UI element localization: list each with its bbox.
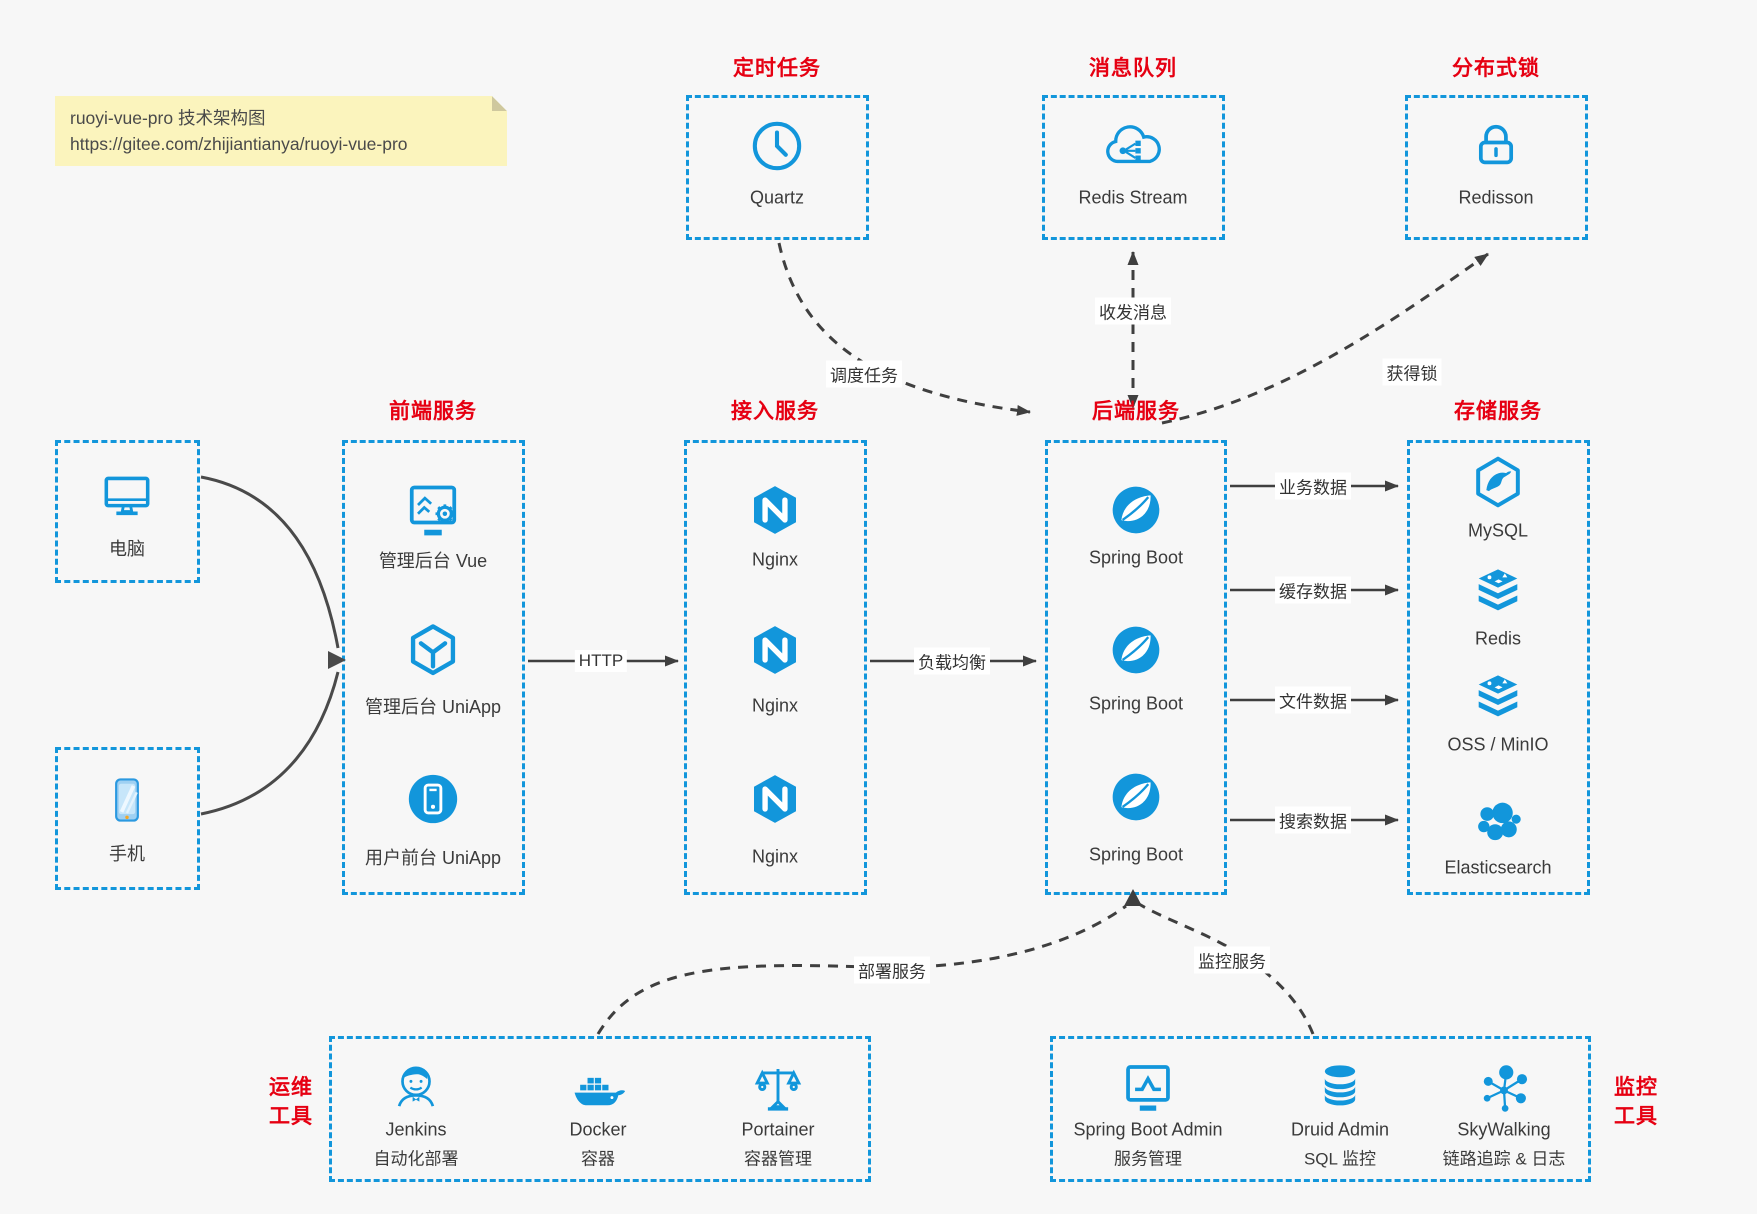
sticky-note: ruoyi-vue-pro 技术架构图 https://gitee.com/zh… — [55, 96, 507, 166]
pc-box — [55, 440, 200, 583]
edge-label-load-balance: 负载均衡 — [914, 647, 990, 675]
gateway-item-label: Nginx — [751, 549, 799, 570]
smartphone-icon — [101, 774, 153, 826]
storage-item-label: OSS / MinIO — [1447, 734, 1549, 755]
edge-label-acquire-lock: 获得锁 — [1382, 358, 1442, 386]
edge-label-messages: 收发消息 — [1095, 297, 1171, 325]
edge-acquire-lock-arrow — [1161, 252, 1489, 425]
group-title-dlock: 分布式锁 — [1452, 57, 1540, 80]
ops-item-name: Jenkins — [385, 1119, 447, 1140]
dlock-item-label: Redisson — [1458, 187, 1534, 208]
note-title: ruoyi-vue-pro 技术架构图 — [70, 108, 266, 128]
edge-label-cache-data: 缓存数据 — [1275, 576, 1351, 604]
edge-mobile-to-frontend — [200, 671, 340, 816]
cloud-stream-icon — [1102, 121, 1164, 171]
timer-box — [686, 95, 869, 240]
mq-item-label: Redis Stream — [1078, 187, 1188, 208]
mobile-box — [55, 747, 200, 890]
elasticsearch-cluster-icon — [1470, 797, 1526, 847]
backend-box — [1045, 440, 1227, 895]
storage-stack-icon — [1469, 672, 1527, 722]
edge-label-http: HTTP — [574, 650, 628, 672]
monitoring-item-name: Druid Admin — [1290, 1119, 1390, 1140]
edge-label-biz-data: 业务数据 — [1275, 472, 1351, 500]
mobile-app-circle-icon — [404, 770, 462, 828]
dlock-box — [1405, 95, 1588, 240]
backend-item-label: Spring Boot — [1088, 844, 1184, 865]
group-title-backend: 后端服务 — [1092, 400, 1180, 423]
ops-item-desc: 自动化部署 — [373, 1149, 459, 1169]
monitoring-item-name: Spring Boot Admin — [1073, 1119, 1223, 1140]
storage-item-label: Redis — [1474, 628, 1522, 649]
ops-item-name: Portainer — [741, 1119, 815, 1140]
admin-screen-gear-icon — [403, 481, 463, 539]
spring-leaf-icon — [1108, 622, 1164, 678]
deploy-monitor-arrowhead — [1124, 889, 1142, 906]
mq-box — [1042, 95, 1225, 240]
nginx-icon — [747, 622, 803, 678]
scales-icon — [751, 1060, 805, 1114]
edge-label-schedule: 调度任务 — [826, 360, 902, 388]
frontend-box — [342, 440, 525, 895]
group-title-storage: 存储服务 — [1454, 400, 1542, 423]
gateway-item-label: Nginx — [751, 846, 799, 867]
monitoring-item-desc: 服务管理 — [1114, 1149, 1182, 1169]
group-title-gateway: 接入服务 — [731, 400, 819, 423]
ops-item-desc: 容器 — [581, 1149, 615, 1169]
spring-leaf-icon — [1108, 769, 1164, 825]
desktop-icon — [98, 469, 156, 521]
topology-icon — [1477, 1060, 1531, 1114]
ops-item-name: Docker — [569, 1119, 627, 1140]
backend-item-label: Spring Boot — [1088, 547, 1184, 568]
nginx-icon — [747, 771, 803, 827]
monitoring-item-name: SkyWalking — [1457, 1119, 1551, 1140]
edge-label-deploy: 部署服务 — [854, 956, 930, 984]
ops-item-desc: 容器管理 — [744, 1149, 812, 1169]
storage-box — [1407, 440, 1590, 895]
monitoring-box — [1050, 1036, 1591, 1182]
uniapp-cube-icon — [404, 621, 462, 679]
storage-item-label: Elasticsearch — [1444, 857, 1552, 878]
ops-box — [329, 1036, 871, 1182]
jenkins-butler-icon — [389, 1060, 443, 1114]
edge-monitor-arrow — [1138, 902, 1315, 1035]
storage-item-label: MySQL — [1467, 520, 1529, 541]
group-title-mq: 消息队列 — [1089, 57, 1177, 80]
edge-schedule-arrow — [777, 242, 1031, 416]
monitoring-item-desc: SQL 监控 — [1303, 1149, 1377, 1169]
pc-label: 电脑 — [109, 539, 145, 559]
nginx-icon — [747, 482, 803, 538]
edge-label-file-data: 文件数据 — [1275, 686, 1351, 714]
note-url: https://gitee.com/zhijiantianya/ruoyi-vu… — [70, 134, 408, 154]
spring-leaf-icon — [1108, 482, 1164, 538]
clock-icon — [749, 118, 805, 174]
frontend-item-label: 管理后台 Vue — [378, 551, 488, 571]
frontend-item-label: 用户前台 UniApp — [364, 848, 502, 868]
gateway-item-label: Nginx — [751, 695, 799, 716]
database-icon — [1314, 1061, 1366, 1113]
monitor-chart-icon — [1119, 1060, 1177, 1114]
group-title-ops: 运维 工具 — [269, 1076, 313, 1128]
redis-stack-icon — [1469, 566, 1527, 616]
group-title-timer: 定时任务 — [733, 57, 821, 80]
backend-item-label: Spring Boot — [1088, 693, 1184, 714]
timer-item-label: Quartz — [749, 187, 805, 208]
group-title-frontend: 前端服务 — [389, 400, 477, 423]
edge-pc-to-frontend — [200, 475, 340, 649]
edge-label-monitor: 监控服务 — [1194, 946, 1270, 974]
gateway-box — [684, 440, 867, 895]
docker-whale-icon — [569, 1061, 627, 1113]
mysql-dolphin-icon — [1470, 454, 1526, 510]
lock-icon — [1468, 118, 1524, 174]
mobile-label: 手机 — [109, 844, 145, 864]
edge-label-search-data: 搜索数据 — [1275, 806, 1351, 834]
monitoring-item-desc: 链路追踪 & 日志 — [1442, 1149, 1566, 1169]
frontend-item-label: 管理后台 UniApp — [364, 697, 502, 717]
group-title-monitoring: 监控 工具 — [1614, 1076, 1658, 1128]
client-arrowhead — [328, 651, 346, 669]
